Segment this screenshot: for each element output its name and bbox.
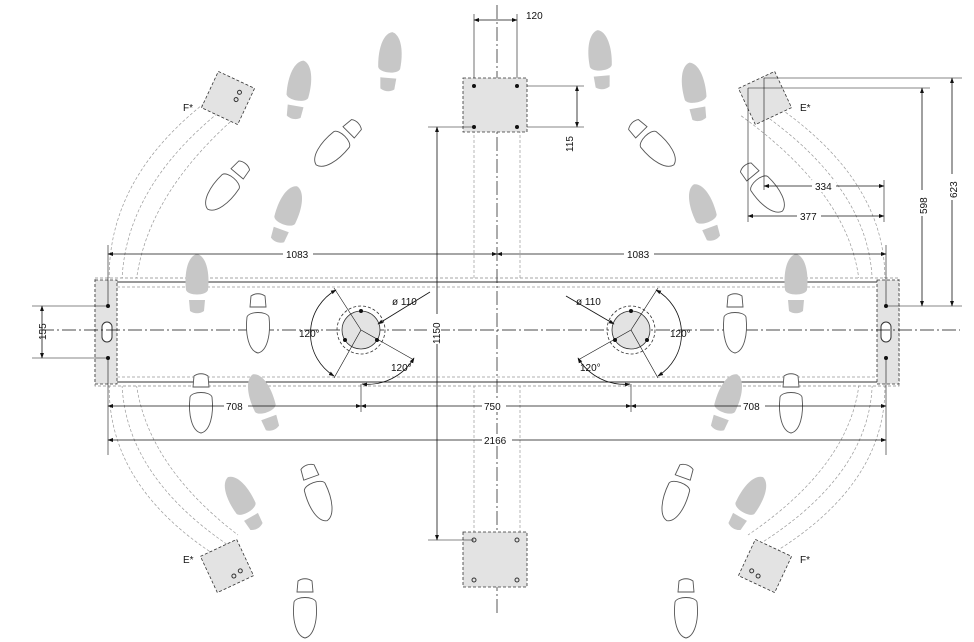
dim-right-v2: 623 [949, 181, 960, 198]
marker-e-bottom-left: E* [183, 555, 194, 566]
slot-left [101, 321, 113, 343]
dim-end-height: 155 [38, 323, 49, 340]
dim-right-h1: 334 [815, 182, 832, 193]
slot-right [880, 321, 892, 343]
bottom-plate [462, 531, 528, 588]
corner-plate-top-right [737, 70, 793, 126]
marker-f-bottom-right: F* [800, 555, 810, 566]
dim-diameter-left: ø 110 [392, 297, 417, 308]
dim-right-half: 1083 [627, 250, 650, 261]
dim-right-h2: 377 [800, 212, 817, 223]
dim-top-height: 115 [565, 136, 576, 152]
corner-plate-top-left [200, 70, 256, 126]
column-right [565, 287, 682, 387]
column-left [310, 287, 431, 387]
dim-center-height: 1150 [432, 322, 443, 344]
angle-right-outer: 120° [670, 329, 691, 340]
top-plate [462, 77, 528, 133]
dim-middle-segment: 750 [484, 402, 501, 413]
markers: F* E* E* F* [183, 103, 811, 566]
marker-f-top-left: F* [183, 103, 193, 114]
dim-diameter-right: ø 110 [576, 297, 601, 308]
dim-top-width: 120 [526, 11, 543, 22]
angle-left-outer: 120° [299, 329, 320, 340]
dimension-labels: 120 115 1083 1083 708 750 708 2166 1150 … [38, 8, 960, 447]
corner-plate-bottom-left [199, 538, 255, 594]
dim-left-half: 1083 [286, 250, 309, 261]
marker-e-top-right: E* [800, 103, 811, 114]
dim-overall-length: 2166 [484, 436, 507, 447]
dim-right-v1: 598 [919, 197, 930, 214]
angle-left-lower: 120° [391, 363, 412, 374]
dim-left-segment: 708 [226, 402, 243, 413]
corner-plate-bottom-right [737, 538, 793, 594]
angle-right-lower: 120° [580, 363, 601, 374]
dim-right-segment: 708 [743, 402, 760, 413]
